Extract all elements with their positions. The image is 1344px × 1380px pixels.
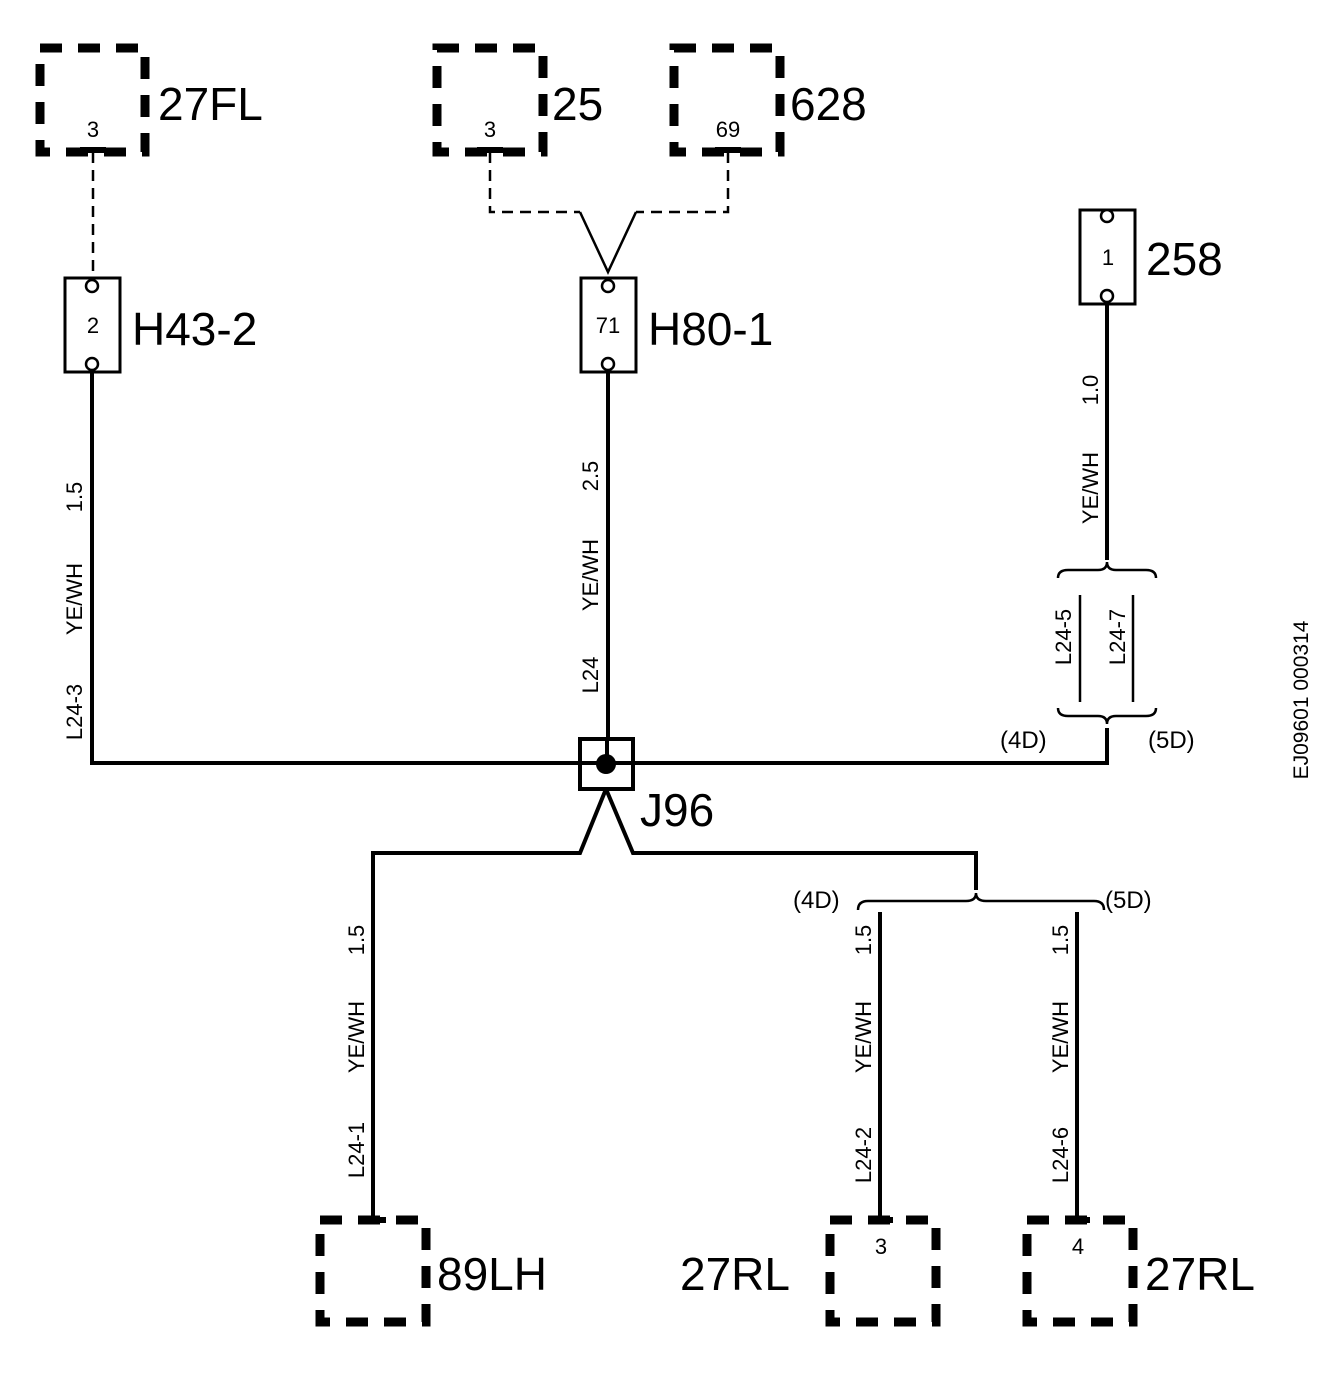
- wire-258-size: 1.0: [1078, 375, 1103, 406]
- wire-l24-6-circuit: L24-6: [1048, 1127, 1073, 1183]
- connector-h43-2-terminal-bottom: [84, 356, 100, 372]
- wire-l24-1: [371, 788, 608, 1218]
- component-628-label: 628: [790, 78, 867, 130]
- dashed-wire-25: [488, 152, 580, 214]
- component-628: 69 628: [669, 43, 867, 157]
- wire-l24-7-circuit: L24-7: [1105, 609, 1130, 665]
- component-27rl-b: 4 27RL: [1022, 1215, 1255, 1327]
- component-258: 1 258: [1078, 208, 1223, 306]
- wire-l24-1-color: YE/WH: [344, 1001, 369, 1073]
- splice-j96: J96: [578, 737, 714, 836]
- wire-l24-2-color: YE/WH: [851, 1001, 876, 1073]
- component-27fl: 3 27FL: [35, 43, 263, 157]
- bracket-258-bottom: [1056, 707, 1158, 725]
- wire-merge-v: [578, 211, 638, 275]
- bracket-258-top: [1056, 561, 1158, 579]
- wire-l24-color: YE/WH: [578, 539, 603, 611]
- wire-l24-6-color: YE/WH: [1048, 1001, 1073, 1073]
- wire-l24-2-size: 1.5: [851, 925, 876, 956]
- wire-l24-5-circuit: L24-5: [1051, 609, 1076, 665]
- connector-h80-1-label: H80-1: [648, 303, 773, 355]
- connector-h80-1-pin: 71: [596, 313, 620, 338]
- connector-h43-2-label: H43-2: [132, 303, 257, 355]
- component-27rl-a-pin: 3: [875, 1234, 887, 1259]
- variant-label-4d-lower: (4D): [793, 887, 840, 914]
- component-258-pin: 1: [1102, 245, 1114, 270]
- component-25-label: 25: [552, 78, 603, 130]
- variant-label-5d-upper: (5D): [1148, 727, 1195, 754]
- component-89lh-label: 89LH: [437, 1248, 547, 1300]
- component-27rl-b-pin: 4: [1072, 1234, 1084, 1259]
- wire-l24-3-color: YE/WH: [62, 563, 87, 635]
- wire-258-color: YE/WH: [1078, 452, 1103, 524]
- component-27fl-box: [35, 43, 150, 157]
- wire-l24-circuit: L24: [578, 657, 603, 694]
- wire-l24-1-circuit: L24-1: [344, 1122, 369, 1178]
- dashed-wire-628: [636, 152, 730, 214]
- component-89lh: 89LH: [315, 1215, 547, 1327]
- wire-rear-branch: [604, 788, 978, 890]
- component-89lh-box: [315, 1215, 431, 1327]
- component-628-pin: 69: [716, 117, 740, 142]
- wire-l24-3-circuit: L24-3: [62, 684, 87, 740]
- component-27fl-label: 27FL: [158, 78, 263, 130]
- variant-label-5d-lower: (5D): [1105, 887, 1152, 914]
- wire-l24-2-circuit: L24-2: [851, 1127, 876, 1183]
- connector-h80-1: 71 H80-1: [579, 276, 773, 374]
- wire-to-258-branch: [632, 728, 1109, 765]
- component-25-box: [432, 43, 548, 157]
- wire-l24-1-size: 1.5: [344, 925, 369, 956]
- connector-h80-1-terminal-top: [600, 278, 616, 294]
- component-27rl-a-label: 27RL: [680, 1248, 790, 1300]
- connector-h43-2: 2 H43-2: [63, 276, 257, 374]
- component-27fl-pin: 3: [87, 117, 99, 142]
- wire-l24-size: 2.5: [578, 461, 603, 492]
- component-27rl-b-label: 27RL: [1145, 1248, 1255, 1300]
- component-25-pin: 3: [484, 117, 496, 142]
- variant-label-4d-upper: (4D): [1000, 727, 1047, 754]
- splice-j96-label: J96: [640, 784, 714, 836]
- component-258-terminal-bottom: [1099, 288, 1115, 304]
- connector-h43-2-pin: 2: [87, 313, 99, 338]
- connector-h43-2-terminal-top: [84, 278, 100, 294]
- connector-h80-1-body: [579, 276, 638, 374]
- wire-l24-3-size: 1.5: [62, 482, 87, 513]
- component-258-terminal-top: [1099, 208, 1115, 224]
- bracket-rear: [856, 892, 1106, 911]
- component-628-box: [669, 43, 785, 157]
- component-25: 3 25: [432, 43, 603, 157]
- figure-reference: EJ09601 000314: [1290, 620, 1313, 779]
- connector-h80-1-terminal-bottom: [600, 356, 616, 372]
- component-258-label: 258: [1146, 233, 1223, 285]
- wire-l24-3: [90, 370, 606, 765]
- component-27rl-a: 3 27RL: [680, 1215, 941, 1327]
- splice-j96-dot: [596, 754, 616, 774]
- wire-l24-6-size: 1.5: [1048, 925, 1073, 956]
